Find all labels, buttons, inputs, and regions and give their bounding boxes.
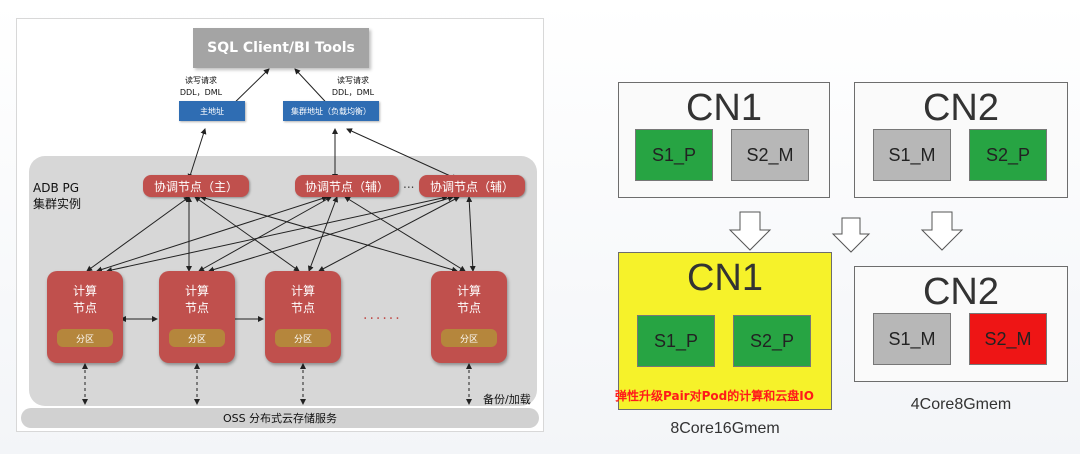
top-cn2-shard-1: S1_M bbox=[873, 129, 951, 181]
primary-address-box: 主地址 bbox=[179, 101, 245, 121]
bottom-cn2-box: CN2 S1_M S2_M bbox=[854, 266, 1068, 382]
compute-node-4: 计算节点 分区 bbox=[431, 271, 507, 363]
coordinator-aux-1: 协调节点（辅） bbox=[295, 175, 399, 197]
compute-ellipsis: ...... bbox=[363, 307, 402, 323]
coordinator-aux-2: 协调节点（辅） bbox=[419, 175, 525, 197]
cluster-address-box: 集群地址（负载均衡） bbox=[283, 101, 379, 121]
top-cn1-box: CN1 S1_P S2_M bbox=[618, 82, 830, 198]
bottom-cn1-shard-2: S2_P bbox=[733, 315, 811, 367]
partition-3: 分区 bbox=[275, 329, 331, 347]
bottom-cn2-shard-2: S2_M bbox=[969, 313, 1047, 365]
down-arrow-icon-1 bbox=[728, 211, 772, 251]
top-cn2-box: CN2 S1_M S2_P bbox=[854, 82, 1068, 198]
oss-storage-bar: OSS 分布式云存储服务 bbox=[21, 408, 539, 428]
partition-1: 分区 bbox=[57, 329, 113, 347]
bottom-cn2-title: CN2 bbox=[922, 271, 1000, 313]
top-cn1-shard-2: S2_M bbox=[731, 129, 809, 181]
sql-client-box: SQL Client/BI Tools bbox=[193, 28, 369, 68]
compute-node-2: 计算节点 分区 bbox=[159, 271, 235, 363]
partition-2: 分区 bbox=[169, 329, 225, 347]
top-cn2-title: CN2 bbox=[922, 87, 1000, 129]
connector-lines bbox=[82, 68, 476, 405]
bottom-cn1-box: CN1 S1_P S2_P 弹性升级Pair对Pod的计算和云盘IO bbox=[615, 252, 832, 410]
coordinator-main: 协调节点（主） bbox=[143, 175, 249, 197]
down-arrow-icon-3 bbox=[920, 211, 964, 251]
top-cn1-shard-1: S1_P bbox=[635, 129, 713, 181]
bottom-cn1-shard-1: S1_P bbox=[637, 315, 715, 367]
down-arrow-icon-2 bbox=[831, 217, 871, 253]
bottom-cn1-title: CN1 bbox=[686, 257, 764, 299]
partition-4: 分区 bbox=[441, 329, 497, 347]
compute-node-1: 计算节点 分区 bbox=[47, 271, 123, 363]
bottom-cn2-caption: 4Core8Gmem bbox=[910, 396, 1012, 413]
bottom-cn2-shard-1: S1_M bbox=[873, 313, 951, 365]
compute-node-3: 计算节点 分区 bbox=[265, 271, 341, 363]
primary-to-coord-arrow bbox=[187, 128, 207, 180]
scale-down-arrows bbox=[728, 211, 964, 253]
coordinator-ellipsis: ... bbox=[403, 177, 415, 191]
cluster-to-aux2-arrow bbox=[346, 128, 458, 180]
top-cn2-shard-2: S2_P bbox=[969, 129, 1047, 181]
backup-load-label: 备份/加载 bbox=[483, 393, 531, 406]
upgrade-note: 弹性升级Pair对Pod的计算和云盘IO bbox=[615, 389, 814, 403]
top-cn1-title: CN1 bbox=[685, 87, 763, 129]
bottom-cn1-caption: 8Core16Gmem bbox=[670, 420, 780, 437]
